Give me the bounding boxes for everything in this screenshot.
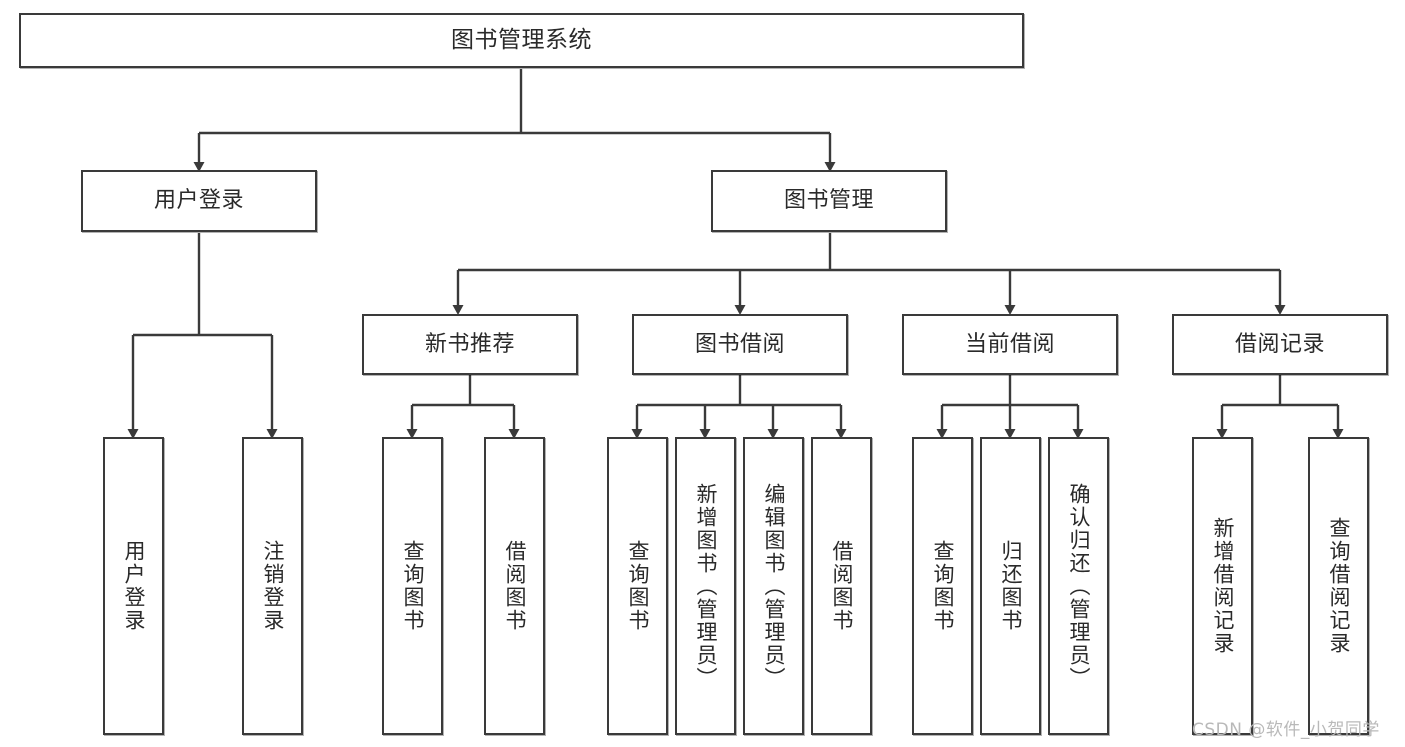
node-new-book-recommend[interactable]: 新书推荐 — [362, 314, 578, 375]
node-leaf-query-record[interactable]: 查询借阅记录 — [1308, 437, 1369, 735]
node-root[interactable]: 图书管理系统 — [19, 13, 1024, 68]
node-root-label: 图书管理系统 — [451, 26, 592, 53]
node-current-borrow-label: 当前借阅 — [964, 331, 1055, 357]
node-leaf-user-login-label: 用户登录 — [122, 540, 146, 632]
node-leaf-return-book[interactable]: 归还图书 — [980, 437, 1041, 735]
node-leaf-query-book-2-label: 查询图书 — [626, 540, 650, 632]
node-book-manage-label: 图书管理 — [783, 188, 874, 214]
node-leaf-confirm-return[interactable]: 确认归还（管理员） — [1048, 437, 1109, 735]
node-leaf-borrow-book-1-label: 借阅图书 — [503, 540, 527, 632]
node-leaf-add-record-label: 新增借阅记录 — [1211, 517, 1235, 655]
node-user-login-label: 用户登录 — [153, 188, 244, 214]
node-new-book-recommend-label: 新书推荐 — [424, 331, 515, 357]
node-current-borrow[interactable]: 当前借阅 — [902, 314, 1118, 375]
node-leaf-query-record-label: 查询借阅记录 — [1327, 517, 1351, 655]
node-leaf-query-book-2[interactable]: 查询图书 — [607, 437, 668, 735]
node-leaf-logout-login[interactable]: 注销登录 — [242, 437, 303, 735]
node-leaf-add-record[interactable]: 新增借阅记录 — [1192, 437, 1253, 735]
node-leaf-query-book-1-label: 查询图书 — [401, 540, 425, 632]
node-leaf-edit-book-label: 编辑图书（管理员） — [762, 482, 786, 690]
node-user-login[interactable]: 用户登录 — [81, 170, 317, 232]
node-leaf-borrow-book-1[interactable]: 借阅图书 — [484, 437, 545, 735]
node-book-manage[interactable]: 图书管理 — [711, 170, 947, 232]
node-leaf-edit-book[interactable]: 编辑图书（管理员） — [743, 437, 804, 735]
node-leaf-return-book-label: 归还图书 — [999, 540, 1023, 632]
node-leaf-add-book[interactable]: 新增图书（管理员） — [675, 437, 736, 735]
node-book-borrow[interactable]: 图书借阅 — [632, 314, 848, 375]
node-leaf-borrow-book-2[interactable]: 借阅图书 — [811, 437, 872, 735]
node-leaf-add-book-label: 新增图书（管理员） — [694, 482, 718, 690]
node-leaf-query-book-3-label: 查询图书 — [931, 540, 955, 632]
node-book-borrow-label: 图书借阅 — [694, 331, 785, 357]
node-leaf-borrow-book-2-label: 借阅图书 — [830, 540, 854, 632]
node-leaf-query-book-1[interactable]: 查询图书 — [382, 437, 443, 735]
csdn-watermark: CSDN @软件_小贺同学 — [1192, 720, 1380, 740]
node-borrow-record-label: 借阅记录 — [1234, 331, 1325, 357]
node-leaf-query-book-3[interactable]: 查询图书 — [912, 437, 973, 735]
node-leaf-confirm-return-label: 确认归还（管理员） — [1067, 482, 1091, 690]
node-leaf-user-login[interactable]: 用户登录 — [103, 437, 164, 735]
node-leaf-logout-login-label: 注销登录 — [261, 540, 285, 632]
node-borrow-record[interactable]: 借阅记录 — [1172, 314, 1388, 375]
